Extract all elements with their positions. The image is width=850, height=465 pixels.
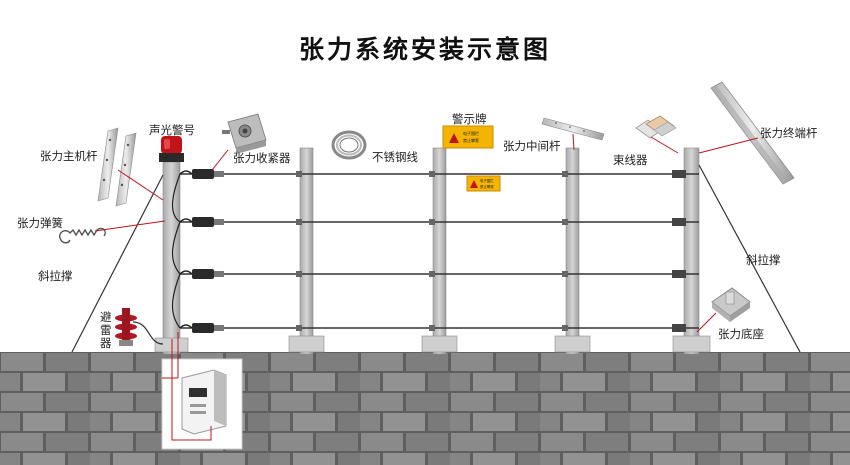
label-brace-left: 斜拉撑 [38, 269, 73, 283]
warning-sign-large-icon: 电子围栏 禁止攀爬 [442, 125, 494, 149]
middle-pole-bar-icon [541, 117, 605, 141]
label-base: 张力底座 [718, 327, 764, 341]
label-end-pole: 张力终端杆 [760, 126, 818, 140]
insulators [296, 170, 686, 332]
sign-small-line2: 禁止攀爬 [480, 184, 494, 189]
siren-icon [159, 136, 184, 162]
bundler-icon [635, 115, 677, 139]
sign-small-line1: 电子围栏 [480, 178, 494, 183]
leader-lines [94, 133, 759, 441]
sign-large-line1: 电子围栏 [463, 130, 479, 136]
brick-wall [0, 352, 850, 465]
wire-coil-icon [331, 130, 367, 160]
end-pole-bar-icon [710, 81, 795, 185]
tensioner-device-icon [222, 113, 267, 154]
middle-pole-3 [565, 147, 580, 355]
arrester-icon [115, 308, 164, 346]
label-sign: 警示牌 [452, 112, 487, 126]
base-icon [711, 287, 751, 322]
label-spring: 张力弹簧 [17, 216, 63, 230]
label-collector: 张力收紧器 [233, 151, 291, 165]
label-arrester: 避雷器 [100, 310, 112, 350]
diagram-title: 张力系统安装示意图 [298, 35, 551, 64]
end-pole [683, 147, 700, 355]
middle-pole-1 [299, 147, 314, 355]
tensioners [171, 169, 224, 333]
braces [71, 164, 801, 353]
label-bundler: 束线器 [613, 153, 648, 167]
warning-sign-small-icon: 电子围栏 禁止攀爬 [466, 175, 501, 192]
middle-pole-2 [432, 147, 447, 355]
host-unit-icon [161, 358, 243, 450]
steel-wires [180, 173, 699, 329]
label-main-pole: 张力主机杆 [40, 149, 98, 163]
label-alarm: 声光警号 [149, 123, 195, 137]
label-wire: 不锈钢线 [372, 150, 418, 164]
poles [154, 147, 711, 355]
label-brace-right: 斜拉撑 [746, 253, 781, 267]
main-pole-bars-icon [97, 127, 137, 207]
label-middle-pole: 张力中间杆 [503, 139, 561, 153]
sign-large-line2: 禁止攀爬 [463, 137, 479, 143]
